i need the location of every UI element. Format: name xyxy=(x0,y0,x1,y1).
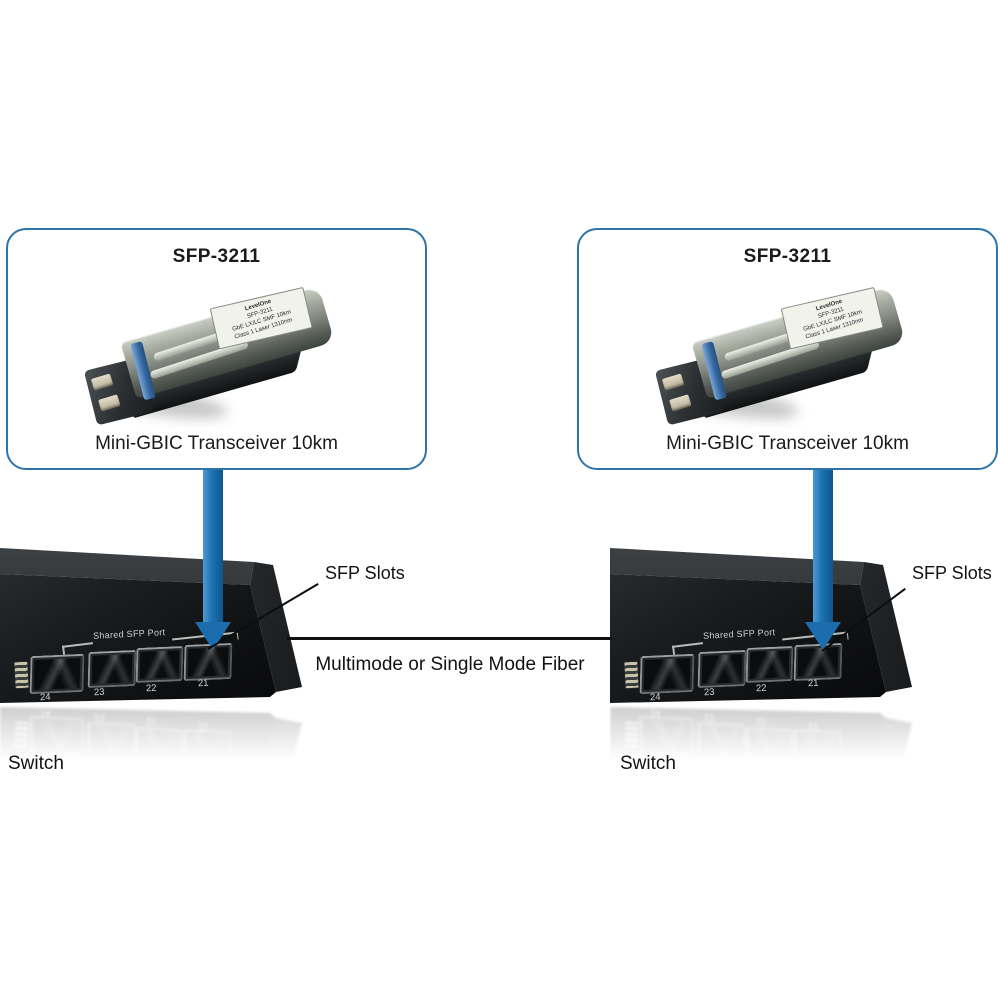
sfp-slots-label-left: SFP Slots xyxy=(325,563,405,583)
port-number: 22 xyxy=(755,682,767,695)
arrow-shaft xyxy=(203,470,223,623)
down-arrow-left xyxy=(195,470,231,650)
connector-pins xyxy=(13,660,30,690)
fiber-link-line xyxy=(287,637,612,640)
sfp-slots-label-right: SFP Slots xyxy=(912,563,992,583)
port-number: 22 xyxy=(145,682,157,695)
switch-photo: Shared SFP Port 24 23 22 21 xyxy=(610,545,922,705)
fiber-link-label: Multimode or Single Mode Fiber xyxy=(315,654,585,675)
transceiver-panel-left: SFP-3211 LevelOne SFP-3211 GbE LX/LC SMF… xyxy=(6,228,427,470)
connector-latch-tab xyxy=(90,373,114,391)
switch-right: Shared SFP Port 24 23 22 21 Shared SFP P… xyxy=(610,545,924,760)
port-number: 23 xyxy=(93,686,105,699)
sfp-port-23 xyxy=(697,649,747,689)
connector-latch-tab xyxy=(98,394,121,412)
port-number: 21 xyxy=(807,677,819,690)
switch-caption-left: Switch xyxy=(8,753,64,774)
arrow-shaft xyxy=(813,470,833,623)
down-arrow-right xyxy=(805,470,841,650)
connector-latch-tab xyxy=(669,394,692,412)
panel-caption: Mini-GBIC Transceiver 10km xyxy=(666,433,909,454)
sfp-port-23 xyxy=(87,649,137,689)
switch-caption-right: Switch xyxy=(620,753,676,774)
sfp-port-24 xyxy=(29,653,85,695)
port-number: 23 xyxy=(703,686,715,699)
port-number: 21 xyxy=(197,677,209,690)
switch-photo: Shared SFP Port 24 23 22 21 xyxy=(0,545,312,705)
sfp-port-22 xyxy=(135,645,184,684)
sfp-module-photo: LevelOne SFP-3211 GbE LX/LC SMF 10km Cla… xyxy=(654,286,925,438)
switch-left: Shared SFP Port 24 23 22 21 Shared SFP P… xyxy=(0,545,314,760)
connector-latch-tab xyxy=(661,373,685,391)
sfp-port-22 xyxy=(745,645,794,684)
sfp-port-24 xyxy=(639,653,695,695)
panel-title: SFP-3211 xyxy=(172,246,261,267)
connector-pins xyxy=(623,660,640,690)
panel-caption: Mini-GBIC Transceiver 10km xyxy=(95,433,338,454)
transceiver-panel-right: SFP-3211 LevelOne SFP-3211 GbE LX/LC SMF… xyxy=(577,228,998,470)
reflection-fade xyxy=(610,705,924,760)
sfp-module-photo: LevelOne SFP-3211 GbE LX/LC SMF 10km Cla… xyxy=(83,286,354,438)
port-number: 24 xyxy=(39,691,51,704)
panel-title: SFP-3211 xyxy=(743,246,832,267)
reflection-fade xyxy=(0,705,314,760)
arrow-head-icon xyxy=(805,622,841,650)
port-number: 24 xyxy=(649,691,661,704)
